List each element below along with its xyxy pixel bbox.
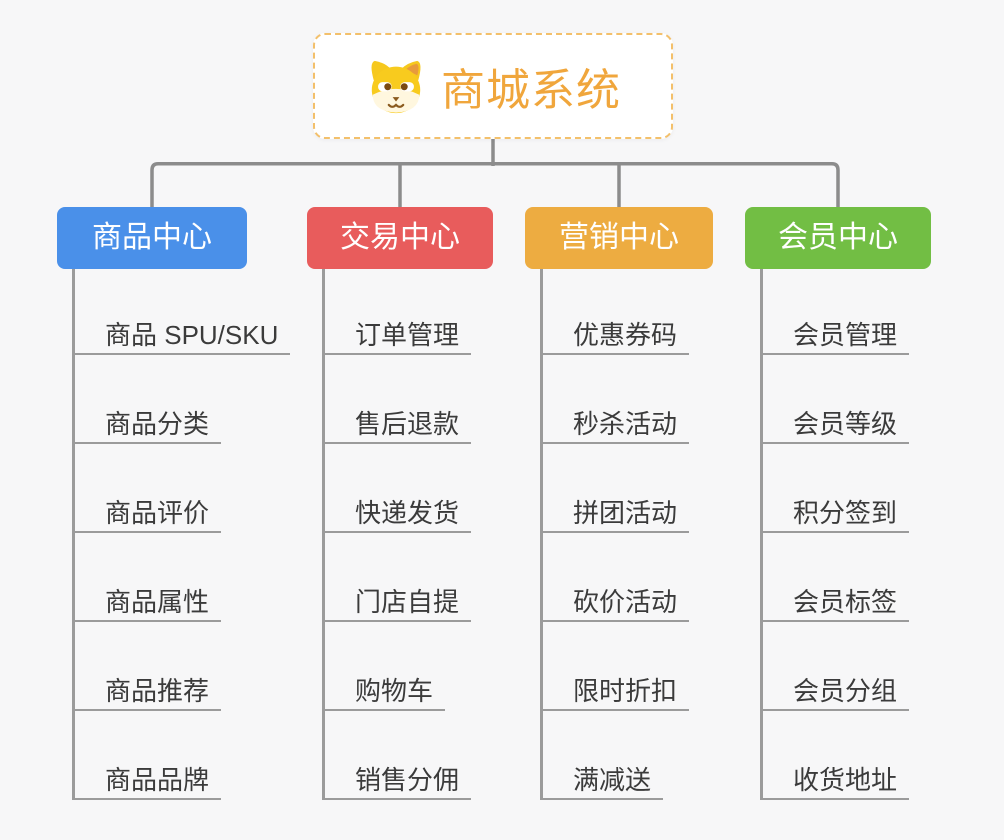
trunk-line (540, 269, 543, 800)
subtopic[interactable]: 满减送 (540, 762, 664, 800)
subtopic[interactable]: 会员标签 (760, 584, 910, 622)
subtopic[interactable]: 限时折扣 (540, 673, 690, 711)
subtopic[interactable]: 商品 SPU/SKU (72, 317, 291, 355)
trunk-line (322, 269, 325, 800)
subtopic[interactable]: 优惠券码 (540, 317, 690, 355)
subtopic[interactable]: 商品属性 (72, 584, 222, 622)
trunk-line (72, 269, 75, 800)
subtopic[interactable]: 会员管理 (760, 317, 910, 355)
subtopic[interactable]: 商品推荐 (72, 673, 222, 711)
bus-line (150, 161, 840, 208)
subtopic[interactable]: 销售分佣 (322, 762, 472, 800)
subtopic[interactable]: 快递发货 (322, 495, 472, 533)
dog-face-icon (365, 57, 427, 115)
branch-trade-center[interactable]: 交易中心 (307, 207, 493, 269)
subtopic[interactable]: 积分签到 (760, 495, 910, 533)
trunk-line (760, 269, 763, 800)
root-node[interactable]: 商城系统 (313, 33, 673, 139)
subtopic[interactable]: 收货地址 (760, 762, 910, 800)
subtopic[interactable]: 商品品牌 (72, 762, 222, 800)
subtopic[interactable]: 购物车 (322, 673, 446, 711)
subtopic[interactable]: 订单管理 (322, 317, 472, 355)
branch-product-center[interactable]: 商品中心 (57, 207, 247, 269)
subtopic[interactable]: 商品分类 (72, 406, 222, 444)
subtopic[interactable]: 会员等级 (760, 406, 910, 444)
root-title: 商城系统 (441, 66, 621, 115)
subtopic[interactable]: 商品评价 (72, 495, 222, 533)
subtopic[interactable]: 秒杀活动 (540, 406, 690, 444)
branch-member-center[interactable]: 会员中心 (745, 207, 931, 269)
subtopic[interactable]: 会员分组 (760, 673, 910, 711)
branch-marketing-center[interactable]: 营销中心 (525, 207, 713, 269)
subtopic[interactable]: 售后退款 (322, 406, 472, 444)
subtopic[interactable]: 拼团活动 (540, 495, 690, 533)
subtopic[interactable]: 砍价活动 (540, 584, 690, 622)
subtopic[interactable]: 门店自提 (322, 584, 472, 622)
